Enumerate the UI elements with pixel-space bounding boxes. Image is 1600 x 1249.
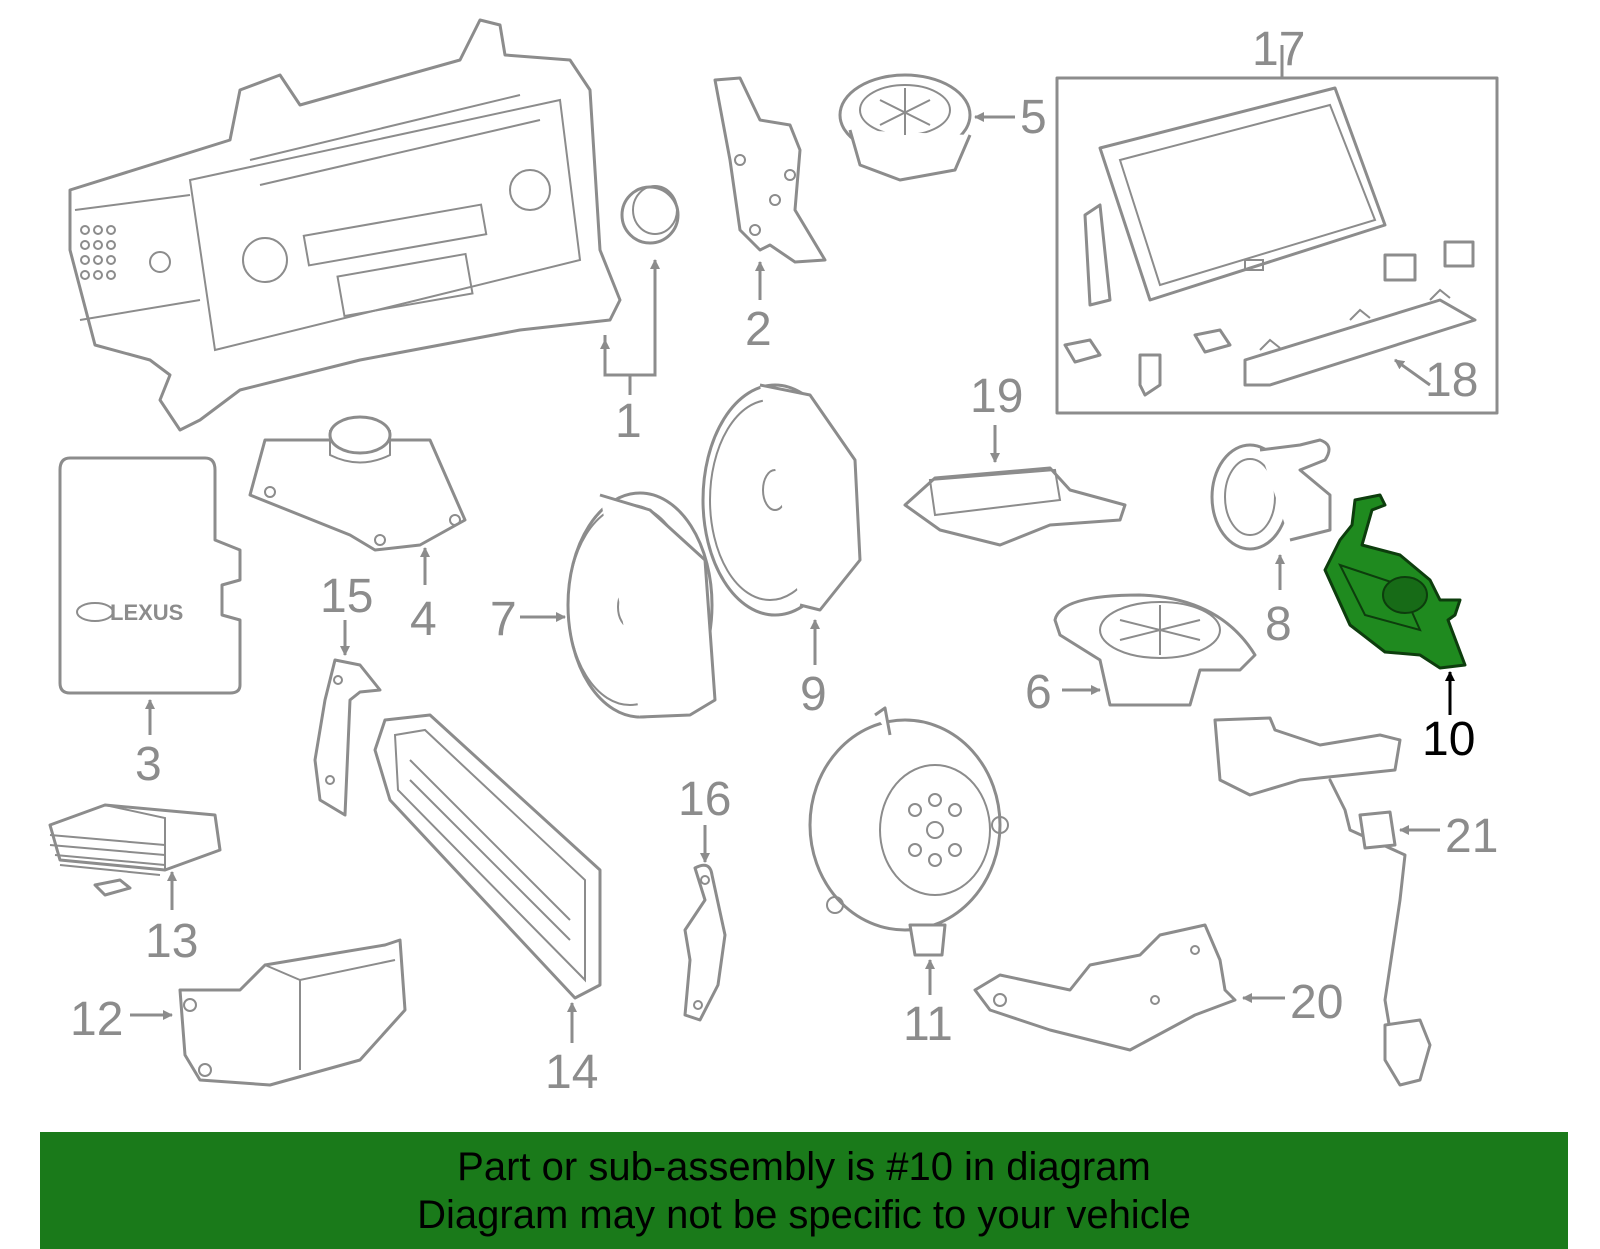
callout-1: 1 xyxy=(615,395,642,448)
callout-5: 5 xyxy=(1020,91,1047,144)
display-assembly-frame xyxy=(1055,76,1499,415)
callout-16: 16 xyxy=(678,773,731,826)
callout-19: 19 xyxy=(970,370,1023,423)
part-19-module[interactable] xyxy=(903,466,1127,547)
callout-21: 21 xyxy=(1445,810,1498,863)
part-7-speaker[interactable] xyxy=(566,491,717,719)
callout-4: 4 xyxy=(410,593,437,646)
banner-line-1: Part or sub-assembly is #10 in diagram xyxy=(457,1144,1151,1189)
lexus-logo-text: LEXUS xyxy=(110,600,183,625)
callout-8: 8 xyxy=(1265,598,1292,651)
part-12-module[interactable] xyxy=(178,938,407,1087)
part-1-knob[interactable] xyxy=(620,185,680,245)
part-1-audio-head-unit[interactable] xyxy=(68,18,622,432)
part-15-bracket[interactable] xyxy=(313,658,382,817)
part-9-speaker[interactable] xyxy=(701,383,862,617)
callout-11: 11 xyxy=(903,998,953,1051)
callout-12: 12 xyxy=(70,993,123,1046)
part-21-harness[interactable] xyxy=(1213,716,1432,1087)
callout-18: 18 xyxy=(1425,354,1478,407)
part-14-amplifier[interactable] xyxy=(373,713,602,1000)
part-4-controller[interactable] xyxy=(248,415,467,552)
callout-17: 17 xyxy=(1252,23,1305,76)
part-13-ecu[interactable] xyxy=(48,803,222,897)
part-6-speaker[interactable] xyxy=(1053,593,1257,707)
part-3-cover[interactable]: LEXUS xyxy=(58,456,242,695)
callout-20: 20 xyxy=(1290,976,1343,1029)
part-17-display[interactable] xyxy=(1083,86,1475,307)
callout-3: 3 xyxy=(135,738,162,791)
callout-14: 14 xyxy=(545,1046,598,1099)
screws[interactable] xyxy=(1063,328,1232,397)
part-18-rail[interactable] xyxy=(1243,288,1477,387)
callout-13: 13 xyxy=(145,915,198,968)
callout-7: 7 xyxy=(490,593,517,646)
callout-9: 9 xyxy=(800,668,827,721)
callout-2: 2 xyxy=(745,303,772,356)
part-11-speaker[interactable] xyxy=(808,706,1009,957)
part-16-bracket[interactable] xyxy=(683,863,727,1022)
part-5-speaker[interactable] xyxy=(838,73,972,182)
callout-15: 15 xyxy=(320,570,373,623)
callout-6: 6 xyxy=(1025,666,1052,719)
banner-line-2: Diagram may not be specific to your vehi… xyxy=(417,1192,1191,1237)
info-banner: Part or sub-assembly is #10 in diagram D… xyxy=(40,1132,1568,1249)
callout-10: 10 xyxy=(1422,713,1475,766)
part-10-highlighted[interactable] xyxy=(1323,493,1467,670)
part-20-bracket[interactable] xyxy=(973,923,1237,1052)
part-8-speaker[interactable] xyxy=(1210,438,1332,551)
part-2-bracket[interactable] xyxy=(713,76,827,264)
